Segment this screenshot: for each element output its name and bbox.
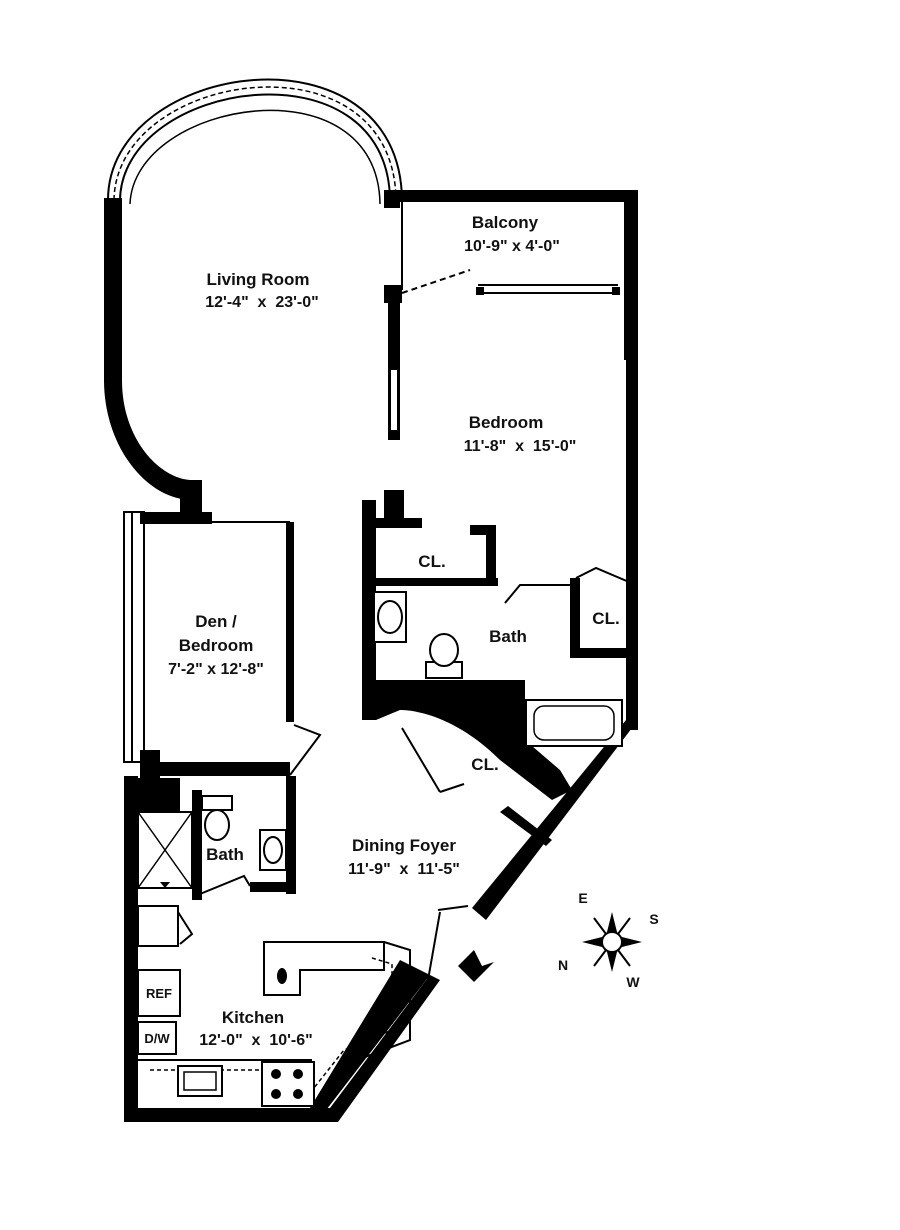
compass-rose: E S N W [558,890,659,990]
closet-1-name: CL. [418,552,445,571]
bath-small-name: Bath [206,845,244,864]
den-name-line2: Bedroom [179,636,254,655]
den-dims: 7'-2" x 12'-8" [168,661,264,678]
bath-closet-walls [362,490,637,846]
balcony-dims: 10'-9" x 4'-0" [464,238,560,255]
den-walls [123,511,322,820]
kitchen-dims: 12'-0" x 10'-6" [199,1032,313,1049]
compass-south: S [649,911,658,927]
dishwasher-label: D/W [144,1031,170,1046]
bath-main-name: Bath [489,627,527,646]
entrance [427,905,494,982]
den-name-line1: Den / [195,612,237,631]
compass-west: W [626,974,640,990]
living-room-name: Living Room [207,270,310,289]
closet-3-name: CL. [471,755,498,774]
kitchen-name: Kitchen [222,1008,284,1027]
bedroom-name: Bedroom [469,413,544,432]
compass-north: N [558,957,568,973]
living-room-dims: 12'-4" x 23'-0" [205,294,319,311]
closet-2-name: CL. [592,609,619,628]
kitchen-walls [124,905,440,1122]
balcony-name: Balcony [472,213,539,232]
living-room-walls [104,78,403,520]
small-bath-walls [124,776,296,1120]
bedroom-dims: 11'-8" x 15'-0" [464,438,577,455]
dining-foyer-dims: 11'-9" x 11'-5" [348,861,460,878]
bedroom-walls [384,190,638,920]
compass-east: E [578,890,587,906]
refrigerator-label: REF [146,986,172,1001]
dining-foyer-name: Dining Foyer [352,836,456,855]
